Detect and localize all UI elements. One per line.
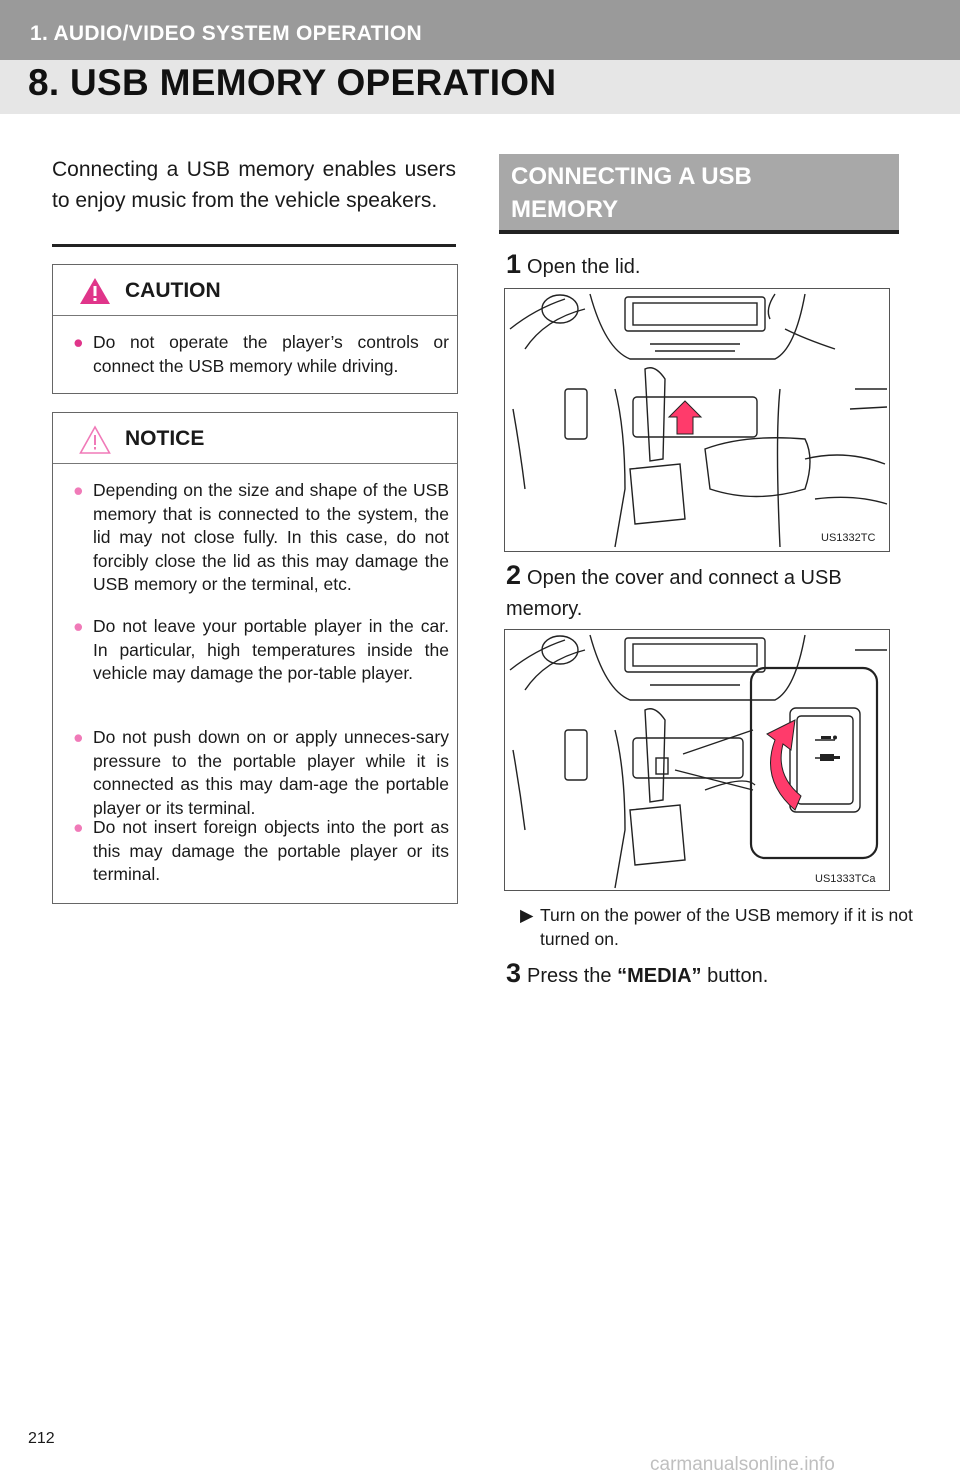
watermark: carmanualsonline.info: [650, 1454, 835, 1475]
chapter-bar: 1. AUDIO/VIDEO SYSTEM OPERATION: [0, 0, 960, 60]
step-number: 3: [506, 958, 522, 988]
step-number: 2: [506, 560, 522, 590]
figure-code: US1333TCa: [815, 873, 876, 885]
section-title: CONNECTING A USB MEMORY: [511, 163, 752, 223]
warning-icon: [80, 278, 110, 304]
caution-header: CAUTION: [53, 265, 457, 316]
title-bar: 8. USB MEMORY OPERATION: [0, 60, 960, 114]
notice-item: ● Do not push down on or apply unneces-s…: [73, 727, 449, 818]
caution-box: CAUTION ● Do not operate the player’s co…: [52, 264, 458, 394]
notice-item: ● Do not insert foreign objects into the…: [73, 817, 449, 884]
figure-code: US1332TC: [821, 532, 876, 544]
media-button-label: “MEDIA”: [617, 965, 702, 987]
step-text: Open the cover and connect a USB memory.: [506, 567, 842, 620]
bullet-icon: ●: [73, 616, 84, 636]
notice-box: NOTICE ● Depending on the size and shape…: [52, 412, 458, 904]
notice-header: NOTICE: [53, 413, 457, 464]
triangle-bullet-icon: ▶: [520, 905, 534, 925]
illustration-open-lid: US1332TC: [504, 288, 890, 552]
bullet-icon: ●: [73, 817, 84, 837]
illustration-connect-usb: US1333TCa: [504, 629, 890, 891]
step-text: Open the lid.: [527, 256, 641, 278]
notice-label: NOTICE: [125, 427, 205, 450]
console-illustration: [509, 293, 888, 548]
bullet-icon: ●: [73, 727, 84, 747]
section-header: CONNECTING A USB MEMORY: [499, 154, 899, 234]
bullet-icon: ●: [73, 480, 84, 500]
usb-icon: [820, 735, 840, 761]
notice-item: ● Depending on the size and shape of the…: [73, 480, 449, 594]
arrow-icon: [766, 719, 802, 811]
step-number: 1: [506, 249, 522, 279]
caution-item: ● Do not operate the player’s controls o…: [73, 332, 449, 376]
intro-text: Connecting a USB memory enables users to…: [52, 154, 456, 247]
warning-outline-icon: [79, 425, 111, 454]
page-title: 8. USB MEMORY OPERATION: [28, 62, 557, 103]
bullet-icon: ●: [73, 332, 84, 352]
arrow-icon: [667, 400, 703, 435]
note-item: ▶ Turn on the power of the USB memory if…: [520, 905, 913, 949]
notice-item: ● Do not leave your portable player in t…: [73, 616, 449, 683]
caution-label: CAUTION: [125, 279, 221, 302]
console-illustration: [509, 634, 887, 889]
chapter-title: 1. AUDIO/VIDEO SYSTEM OPERATION: [30, 22, 423, 45]
page-number: 212: [28, 1430, 55, 1447]
